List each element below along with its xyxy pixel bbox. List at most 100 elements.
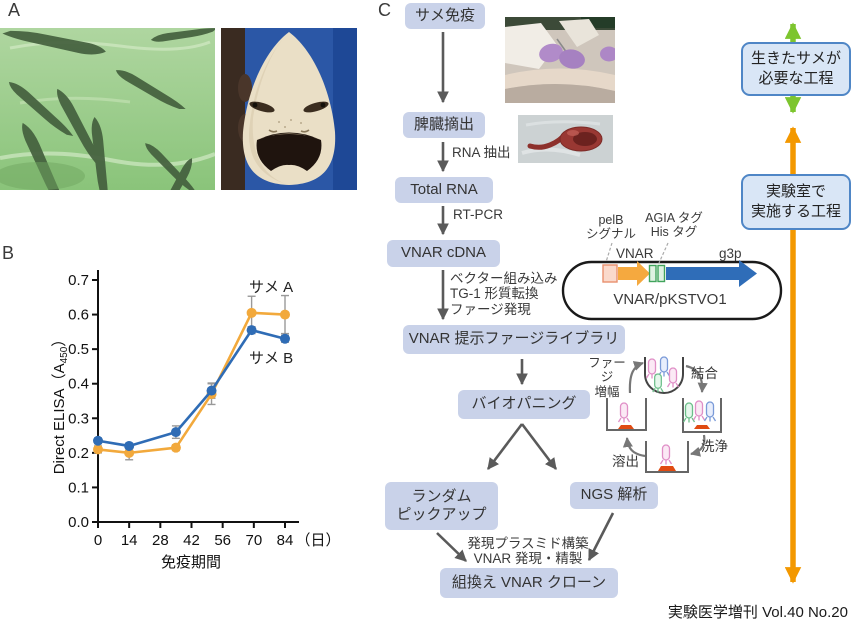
pelb-signal-box — [602, 264, 618, 283]
flow-box-immunization: サメ免疫 — [405, 3, 485, 29]
diagonal-arrow — [587, 512, 615, 562]
data-point — [170, 442, 181, 453]
data-point — [206, 385, 217, 396]
antigen-icon — [658, 466, 676, 471]
left-pupil — [252, 102, 258, 108]
amplify-arrow — [628, 361, 644, 394]
panel-c-label: C — [378, 0, 391, 20]
biopanning-cycle-diagram — [606, 356, 722, 473]
agia-tag-box — [648, 264, 657, 283]
x-tick-label: 42 — [183, 532, 200, 549]
purple-glove — [600, 46, 615, 62]
diagonal-arrow — [436, 532, 467, 562]
x-tick-label: 56 — [214, 532, 231, 549]
purple-glove — [559, 49, 585, 69]
label-rna-extraction: RNA 抽出 — [452, 145, 511, 160]
table — [505, 83, 615, 103]
shark-face-photo — [221, 28, 357, 190]
g3p-gene-arrow — [666, 260, 757, 287]
data-point — [93, 435, 103, 446]
x-tick-label: 70 — [245, 532, 262, 549]
purple-glove — [539, 43, 563, 63]
finger — [238, 74, 252, 102]
mouth — [256, 132, 322, 171]
right-pupil — [320, 102, 326, 108]
legend-shark-a: サメ A — [249, 279, 294, 296]
series-line — [97, 328, 286, 448]
x-tick-label: 84 — [277, 532, 294, 549]
freckles — [278, 119, 302, 128]
y-tick-label: 0.1 — [68, 479, 89, 496]
elute-arrow — [622, 436, 646, 458]
label-agia-his-tag: AGIA タグ His タグ — [645, 211, 703, 240]
label-plasmid-name: VNAR/pKSTVO1 — [613, 291, 727, 308]
y-tick-label: 0.3 — [68, 410, 89, 427]
hand — [221, 28, 245, 190]
label-phage-amplification: ファージ 増幅 — [588, 356, 626, 399]
journal-footer: 実験医学増刊 Vol.40 No.20 — [667, 604, 848, 621]
panel-a-label: A — [8, 0, 21, 20]
side-box-lab-steps: 実験室で 実施する工程 — [741, 174, 851, 230]
y-tick-label: 0.2 — [68, 445, 89, 462]
label-elution: 溶出 — [612, 454, 639, 469]
data-point — [246, 307, 257, 318]
cycle-arrows — [622, 361, 708, 458]
y-tick-label: 0.0 — [68, 514, 89, 531]
fork-left-arrow — [486, 423, 524, 470]
dissection-photo — [505, 17, 615, 103]
shark-body — [505, 68, 615, 91]
data-point — [124, 447, 135, 458]
spleen-highlight — [567, 130, 579, 136]
antigen-icon — [618, 425, 634, 429]
x-tick-label: 28 — [152, 532, 169, 549]
data-point — [246, 325, 257, 336]
data-point — [124, 440, 135, 451]
panel-b-label: B — [2, 243, 15, 263]
flow-box-phage-library: VNAR 提示ファージライブラリ — [403, 325, 625, 354]
flow-box-spleen-removal: 脾臓摘出 — [403, 112, 485, 138]
series-line — [97, 311, 286, 455]
plasmid-map — [561, 242, 783, 321]
nostril — [268, 129, 278, 133]
his-tag-box — [657, 264, 666, 283]
label-expression-steps: 発現プラスミド構築 VNAR 発現・精製 — [467, 536, 589, 567]
flow-box-total-rna: Total RNA — [395, 177, 493, 203]
nostril — [300, 129, 310, 133]
side-box-live-shark-steps: 生きたサメが 必要な工程 — [741, 42, 851, 96]
leader-line — [658, 242, 669, 264]
antigen-icon — [694, 425, 710, 429]
shark-shadow — [0, 162, 85, 190]
label-binding: 結合 — [691, 366, 718, 381]
upper-lip — [257, 133, 321, 140]
leader-line — [605, 242, 613, 263]
label-rt-pcr: RT-PCR — [453, 207, 504, 222]
y-tick-label: 0.6 — [68, 307, 89, 324]
label-vector-steps: ベクター組み込み TG-1 形質転換 ファージ発現 — [450, 271, 558, 317]
flow-box-random-pickup: ランダム ピックアップ — [385, 482, 498, 530]
flow-box-biopanning: バイオパニング — [458, 390, 590, 419]
flow-box-vnar-cdna: VNAR cDNA — [387, 240, 500, 267]
spleen-inner — [573, 132, 597, 146]
water-reflection — [0, 151, 215, 167]
label-pelb-signal: pelB シグナル — [586, 213, 637, 242]
label-vnar-gene: VNAR — [616, 246, 654, 261]
y-tick-label: 0.7 — [68, 272, 89, 289]
label-washing: 洗浄 — [701, 439, 728, 454]
wash-arrow — [690, 434, 706, 457]
y-tick-label: 0.4 — [68, 376, 89, 393]
background-shade — [333, 28, 357, 190]
flow-arrows — [436, 32, 615, 562]
label-g3p-gene: g3p — [719, 246, 742, 261]
data-point — [280, 333, 290, 344]
legend-shark-b: サメ B — [249, 350, 294, 367]
x-tick-label: 0 — [94, 532, 102, 549]
data-point — [170, 427, 181, 438]
fork-right-arrow — [520, 423, 558, 470]
x-tick-label: 14 — [121, 532, 138, 549]
y-tick-label: 0.5 — [68, 341, 89, 358]
data-point — [280, 309, 290, 320]
shark-tank-photo — [0, 28, 215, 190]
lab-coat-sleeve — [559, 19, 599, 47]
